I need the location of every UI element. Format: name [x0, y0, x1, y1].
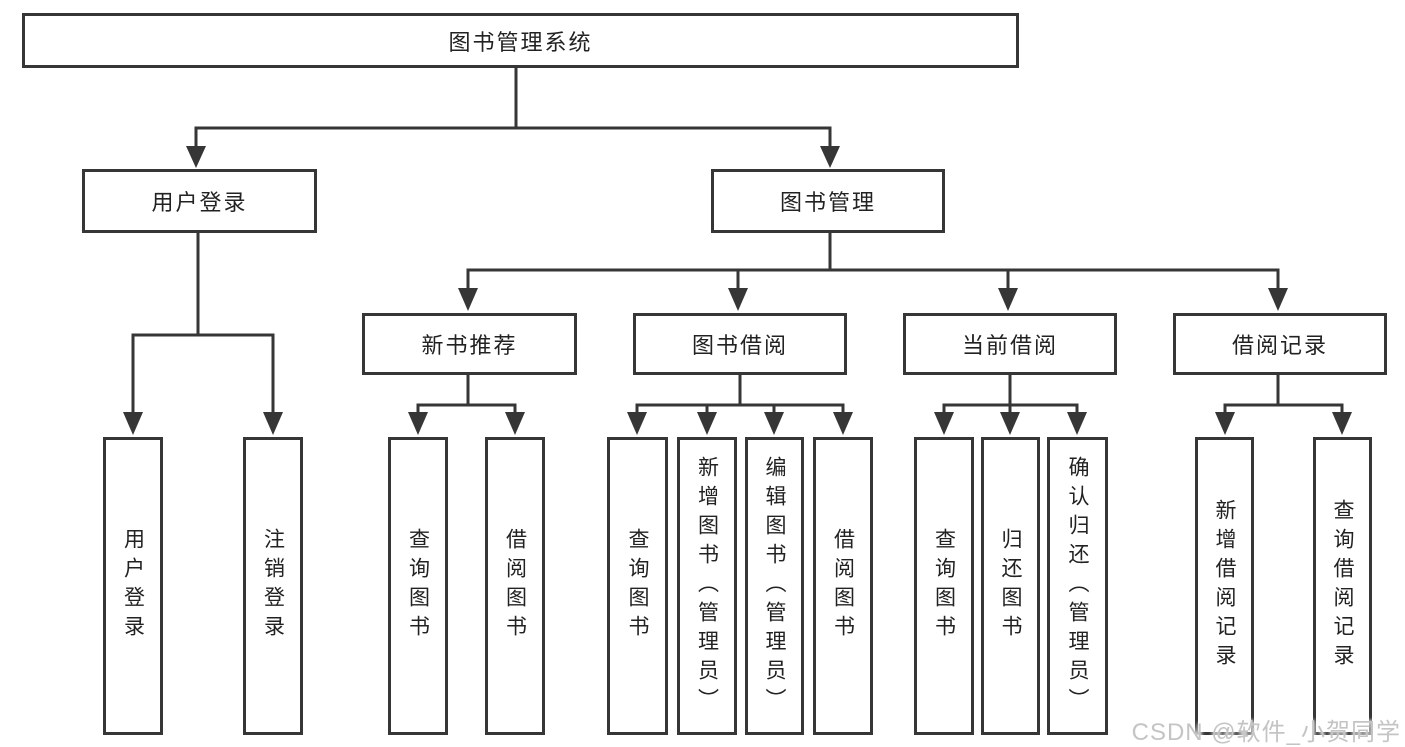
node-current-borrowing: 当前借阅: [903, 313, 1117, 375]
leaf-label: 用户登录: [121, 528, 145, 644]
leaf-record-query-borrow-record: 查询借阅记录: [1313, 437, 1372, 735]
connector-current-borrowing-to-leaves: [934, 373, 1087, 435]
csdn-watermark: CSDN @软件_小贺同学: [1131, 719, 1401, 746]
connector-book-borrowing-to-leaves: [627, 373, 853, 435]
leaf-record-add-borrow-record: 新增借阅记录: [1195, 437, 1254, 735]
arrowhead: [186, 146, 206, 168]
arrowhead: [123, 412, 143, 435]
leaf-newbook-borrow-books: 借阅图书: [485, 437, 545, 735]
leaf-label: 新增图书（管理员）: [695, 455, 719, 717]
leaf-logout: 注销登录: [243, 437, 303, 735]
leaf-label: 注销登录: [261, 528, 285, 644]
arrowhead: [627, 412, 647, 435]
connector-user-login-to-leaves: [123, 231, 283, 435]
leaf-user-login: 用户登录: [103, 437, 163, 735]
connector-root-to-level2: [186, 66, 840, 168]
node-new-book-recommend: 新书推荐: [362, 313, 577, 375]
leaf-label: 新增借阅记录: [1213, 499, 1236, 673]
connector-new-book-recommend-to-leaves: [408, 373, 525, 435]
leaf-label: 查询图书: [932, 528, 956, 644]
leaf-current-confirm-return-admin: 确认归还（管理员）: [1047, 437, 1108, 735]
arrowhead: [998, 288, 1018, 311]
leaf-label: 归还图书: [999, 528, 1022, 644]
arrowhead: [505, 412, 525, 435]
connector-book-management-to-level3: [458, 231, 1288, 311]
arrowhead: [820, 146, 840, 168]
connector-borrowing-records-to-leaves: [1215, 373, 1352, 435]
leaf-current-return-books: 归还图书: [981, 437, 1040, 735]
arrowhead: [934, 412, 954, 435]
arrowhead: [728, 288, 748, 311]
arrowhead: [833, 412, 853, 435]
arrowhead: [1067, 412, 1087, 435]
arrowhead: [263, 412, 283, 435]
leaf-newbook-query-books: 查询图书: [388, 437, 448, 735]
node-borrowing-records: 借阅记录: [1173, 313, 1387, 375]
leaf-label: 确认归还（管理员）: [1066, 455, 1089, 717]
arrowhead: [1268, 288, 1288, 311]
leaf-label: 查询图书: [406, 528, 430, 644]
node-book-borrowing: 图书借阅: [633, 313, 847, 375]
leaf-borrow-add-books-admin: 新增图书（管理员）: [677, 437, 737, 735]
leaf-borrow-edit-books-admin: 编辑图书（管理员）: [745, 437, 804, 735]
arrowhead: [1000, 412, 1020, 435]
arrowhead: [1215, 412, 1235, 435]
arrowhead: [458, 288, 478, 311]
node-book-management: 图书管理: [711, 169, 945, 233]
arrowhead: [408, 412, 428, 435]
arrowhead: [1332, 412, 1352, 435]
leaf-borrow-borrow-books: 借阅图书: [813, 437, 873, 735]
leaf-borrow-query-books: 查询图书: [607, 437, 668, 735]
node-user-login-branch: 用户登录: [82, 169, 317, 233]
node-root-library-management-system: 图书管理系统: [22, 13, 1019, 68]
arrowhead: [697, 412, 717, 435]
leaf-label: 借阅图书: [503, 528, 527, 644]
arrowhead: [764, 412, 784, 435]
leaf-label: 查询借阅记录: [1331, 499, 1354, 673]
leaf-label: 编辑图书（管理员）: [763, 455, 786, 717]
leaf-label: 借阅图书: [831, 528, 855, 644]
leaf-label: 查询图书: [626, 528, 649, 644]
leaf-current-query-books: 查询图书: [914, 437, 974, 735]
